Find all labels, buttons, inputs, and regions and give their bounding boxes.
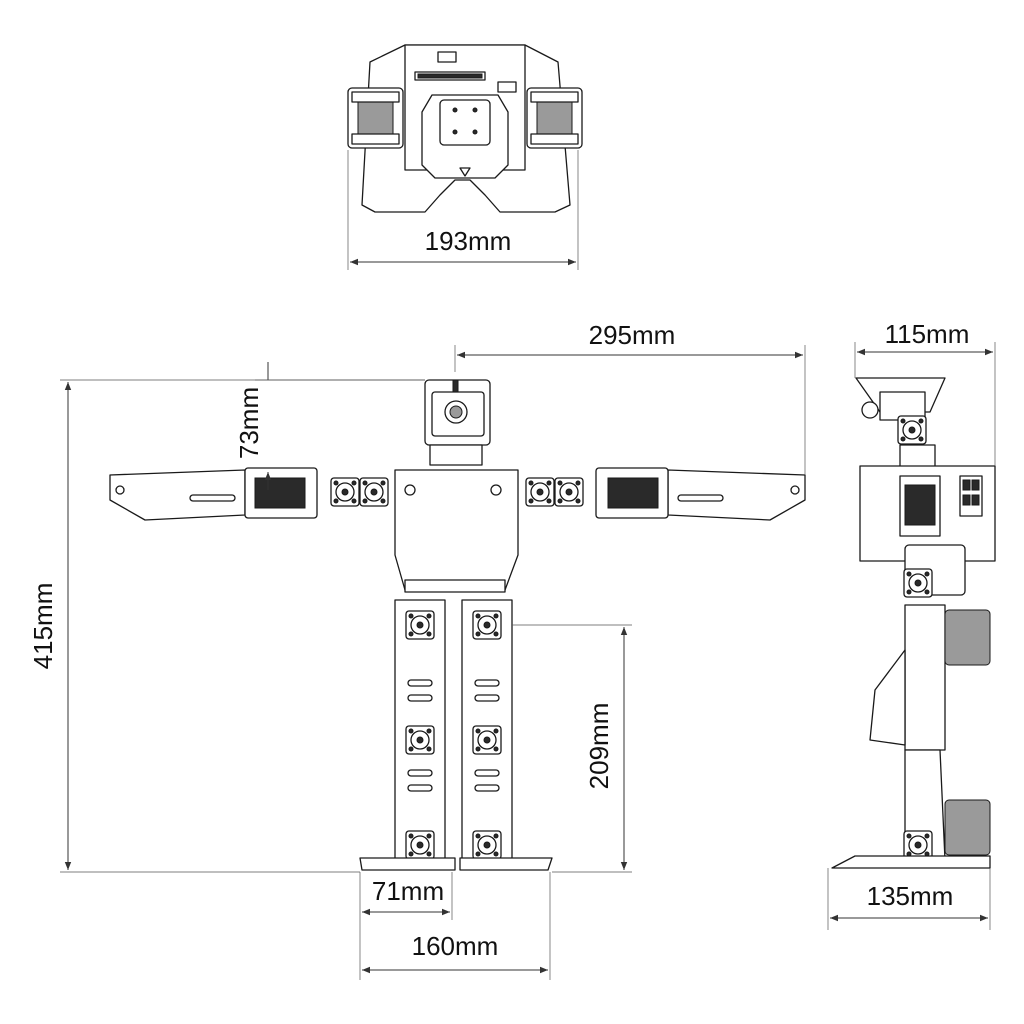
top-width-label: 193mm xyxy=(425,226,512,256)
leg-height-label: 209mm xyxy=(584,703,614,790)
side-foot-label: 135mm xyxy=(867,881,954,911)
side-view xyxy=(831,377,996,869)
front-view xyxy=(109,379,806,871)
top-view xyxy=(347,44,583,213)
side-depth-label: 115mm xyxy=(885,319,970,349)
foot-width-label: 71mm xyxy=(372,876,444,906)
total-height-label: 415mm xyxy=(28,583,58,670)
head-height-label: 73mm xyxy=(234,387,264,459)
stance-width-label: 160mm xyxy=(412,931,499,961)
arm-span-label: 295mm xyxy=(589,320,676,350)
